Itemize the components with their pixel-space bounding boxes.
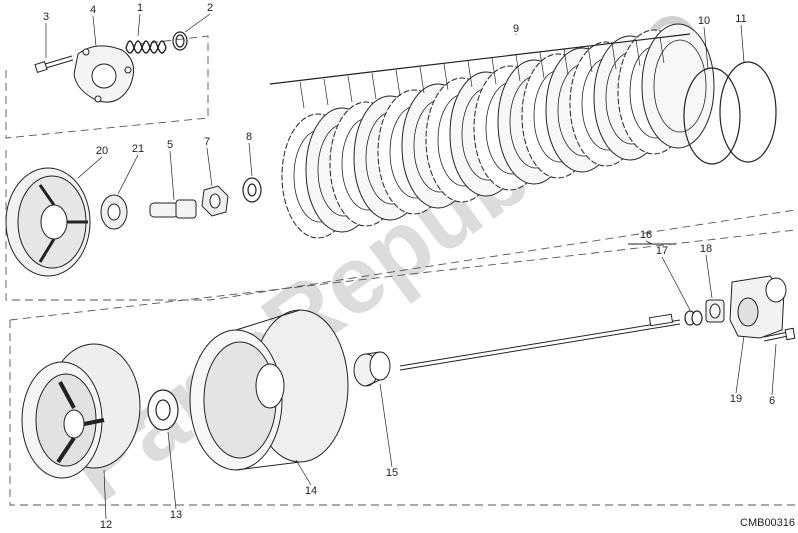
callout-15: 15: [386, 467, 398, 479]
callout-5: 5: [167, 139, 173, 151]
leader-line-17: [661, 256, 691, 311]
bracket-tick: [467, 60, 473, 88]
part-16-pushrod: [399, 313, 681, 371]
callout-18: 18: [700, 243, 712, 255]
leader-line-7: [206, 147, 213, 187]
part-15-bush: [353, 351, 391, 387]
clutch-plate-inner-edge: [653, 39, 707, 133]
leader-line-4: [92, 15, 97, 47]
leader-line-6: [771, 343, 777, 396]
part-7-nut: [201, 185, 229, 217]
part-5-pushrod-sleeve: [149, 199, 197, 219]
bracket-tick: [491, 57, 497, 85]
part-13-thrust-washer: [147, 389, 179, 431]
part-2-circlip: [172, 31, 188, 51]
part-12-clutch-hub: [21, 343, 141, 479]
bracket-tick: [419, 66, 425, 94]
callout-21: 21: [132, 143, 144, 155]
leader-line-16: [645, 240, 653, 245]
frame-bottom: [9, 320, 795, 506]
frame-middle: [5, 150, 796, 301]
bracket-tick: [371, 72, 377, 100]
bracket-tick: [563, 48, 569, 76]
bracket-tick: [587, 45, 593, 73]
leader-line-19: [735, 335, 745, 394]
part-18-piston: [705, 299, 725, 323]
callout-bracket-9: [269, 33, 691, 85]
bracket-tick: [323, 78, 329, 106]
callout-12: 12: [100, 519, 112, 531]
leader-line-20: [77, 156, 103, 179]
callout-17: 17: [656, 245, 668, 257]
callout-4: 4: [90, 4, 96, 16]
part-11-ring: [719, 61, 777, 163]
callout-8: 8: [246, 131, 252, 143]
leader-line-21: [117, 154, 139, 195]
part-20-pressure-plate: [5, 167, 91, 277]
bracket-tick: [611, 42, 617, 70]
clutch-plate: [641, 23, 715, 149]
leader-line-1: [137, 13, 141, 37]
leader-line-2: [184, 13, 211, 33]
leader-line-12: [103, 469, 107, 520]
callout-14: 14: [305, 485, 317, 497]
bracket-tick: [635, 39, 641, 67]
callout-19: 19: [730, 393, 742, 405]
leader-line-14: [295, 459, 312, 486]
part-19-slave-cylinder: [729, 275, 787, 339]
bracket-tick: [443, 63, 449, 91]
bracket-tick: [659, 36, 665, 64]
bracket-tick: [515, 54, 521, 82]
part-6-bolt: [763, 327, 796, 342]
leader-line-18: [705, 254, 713, 299]
part-8-washer: [242, 177, 262, 203]
callout-10: 10: [698, 15, 710, 27]
part-14-clutch-basket: [189, 309, 349, 471]
callout-7: 7: [204, 136, 210, 148]
part-21-bearing: [100, 194, 128, 230]
part-17-seals: [684, 310, 703, 326]
leader-line-11: [740, 24, 745, 63]
frame-top-left: [5, 35, 209, 139]
part-10-ring: [683, 67, 741, 165]
leader-line-8: [248, 142, 253, 177]
callout-6: 6: [769, 395, 775, 407]
callout-20: 20: [96, 145, 108, 157]
bracket-tick: [539, 51, 545, 79]
leader-line-5: [169, 150, 175, 201]
part-9-clutch-plate-stack: [281, 23, 715, 239]
callout-3: 3: [43, 11, 49, 23]
callout-2: 2: [207, 2, 213, 14]
callout-11: 11: [735, 13, 746, 25]
leader-line-13: [167, 431, 177, 510]
callout-1: 1: [137, 2, 143, 14]
leader-line-15: [379, 383, 393, 468]
callout-9: 9: [513, 23, 519, 35]
part-3-bolt: [34, 55, 74, 73]
part-4-cover-plate: [73, 45, 135, 103]
group-frames: [5, 35, 796, 506]
part-1-spring: [125, 40, 167, 54]
bracket-tick: [299, 81, 305, 109]
leader-line-10: [703, 26, 709, 69]
bracket-tick: [347, 75, 353, 103]
bracket-tick: [395, 69, 401, 97]
callout-13: 13: [170, 509, 182, 521]
callout-16: 16: [640, 229, 652, 241]
drawing-code: CMB00316: [740, 517, 795, 529]
